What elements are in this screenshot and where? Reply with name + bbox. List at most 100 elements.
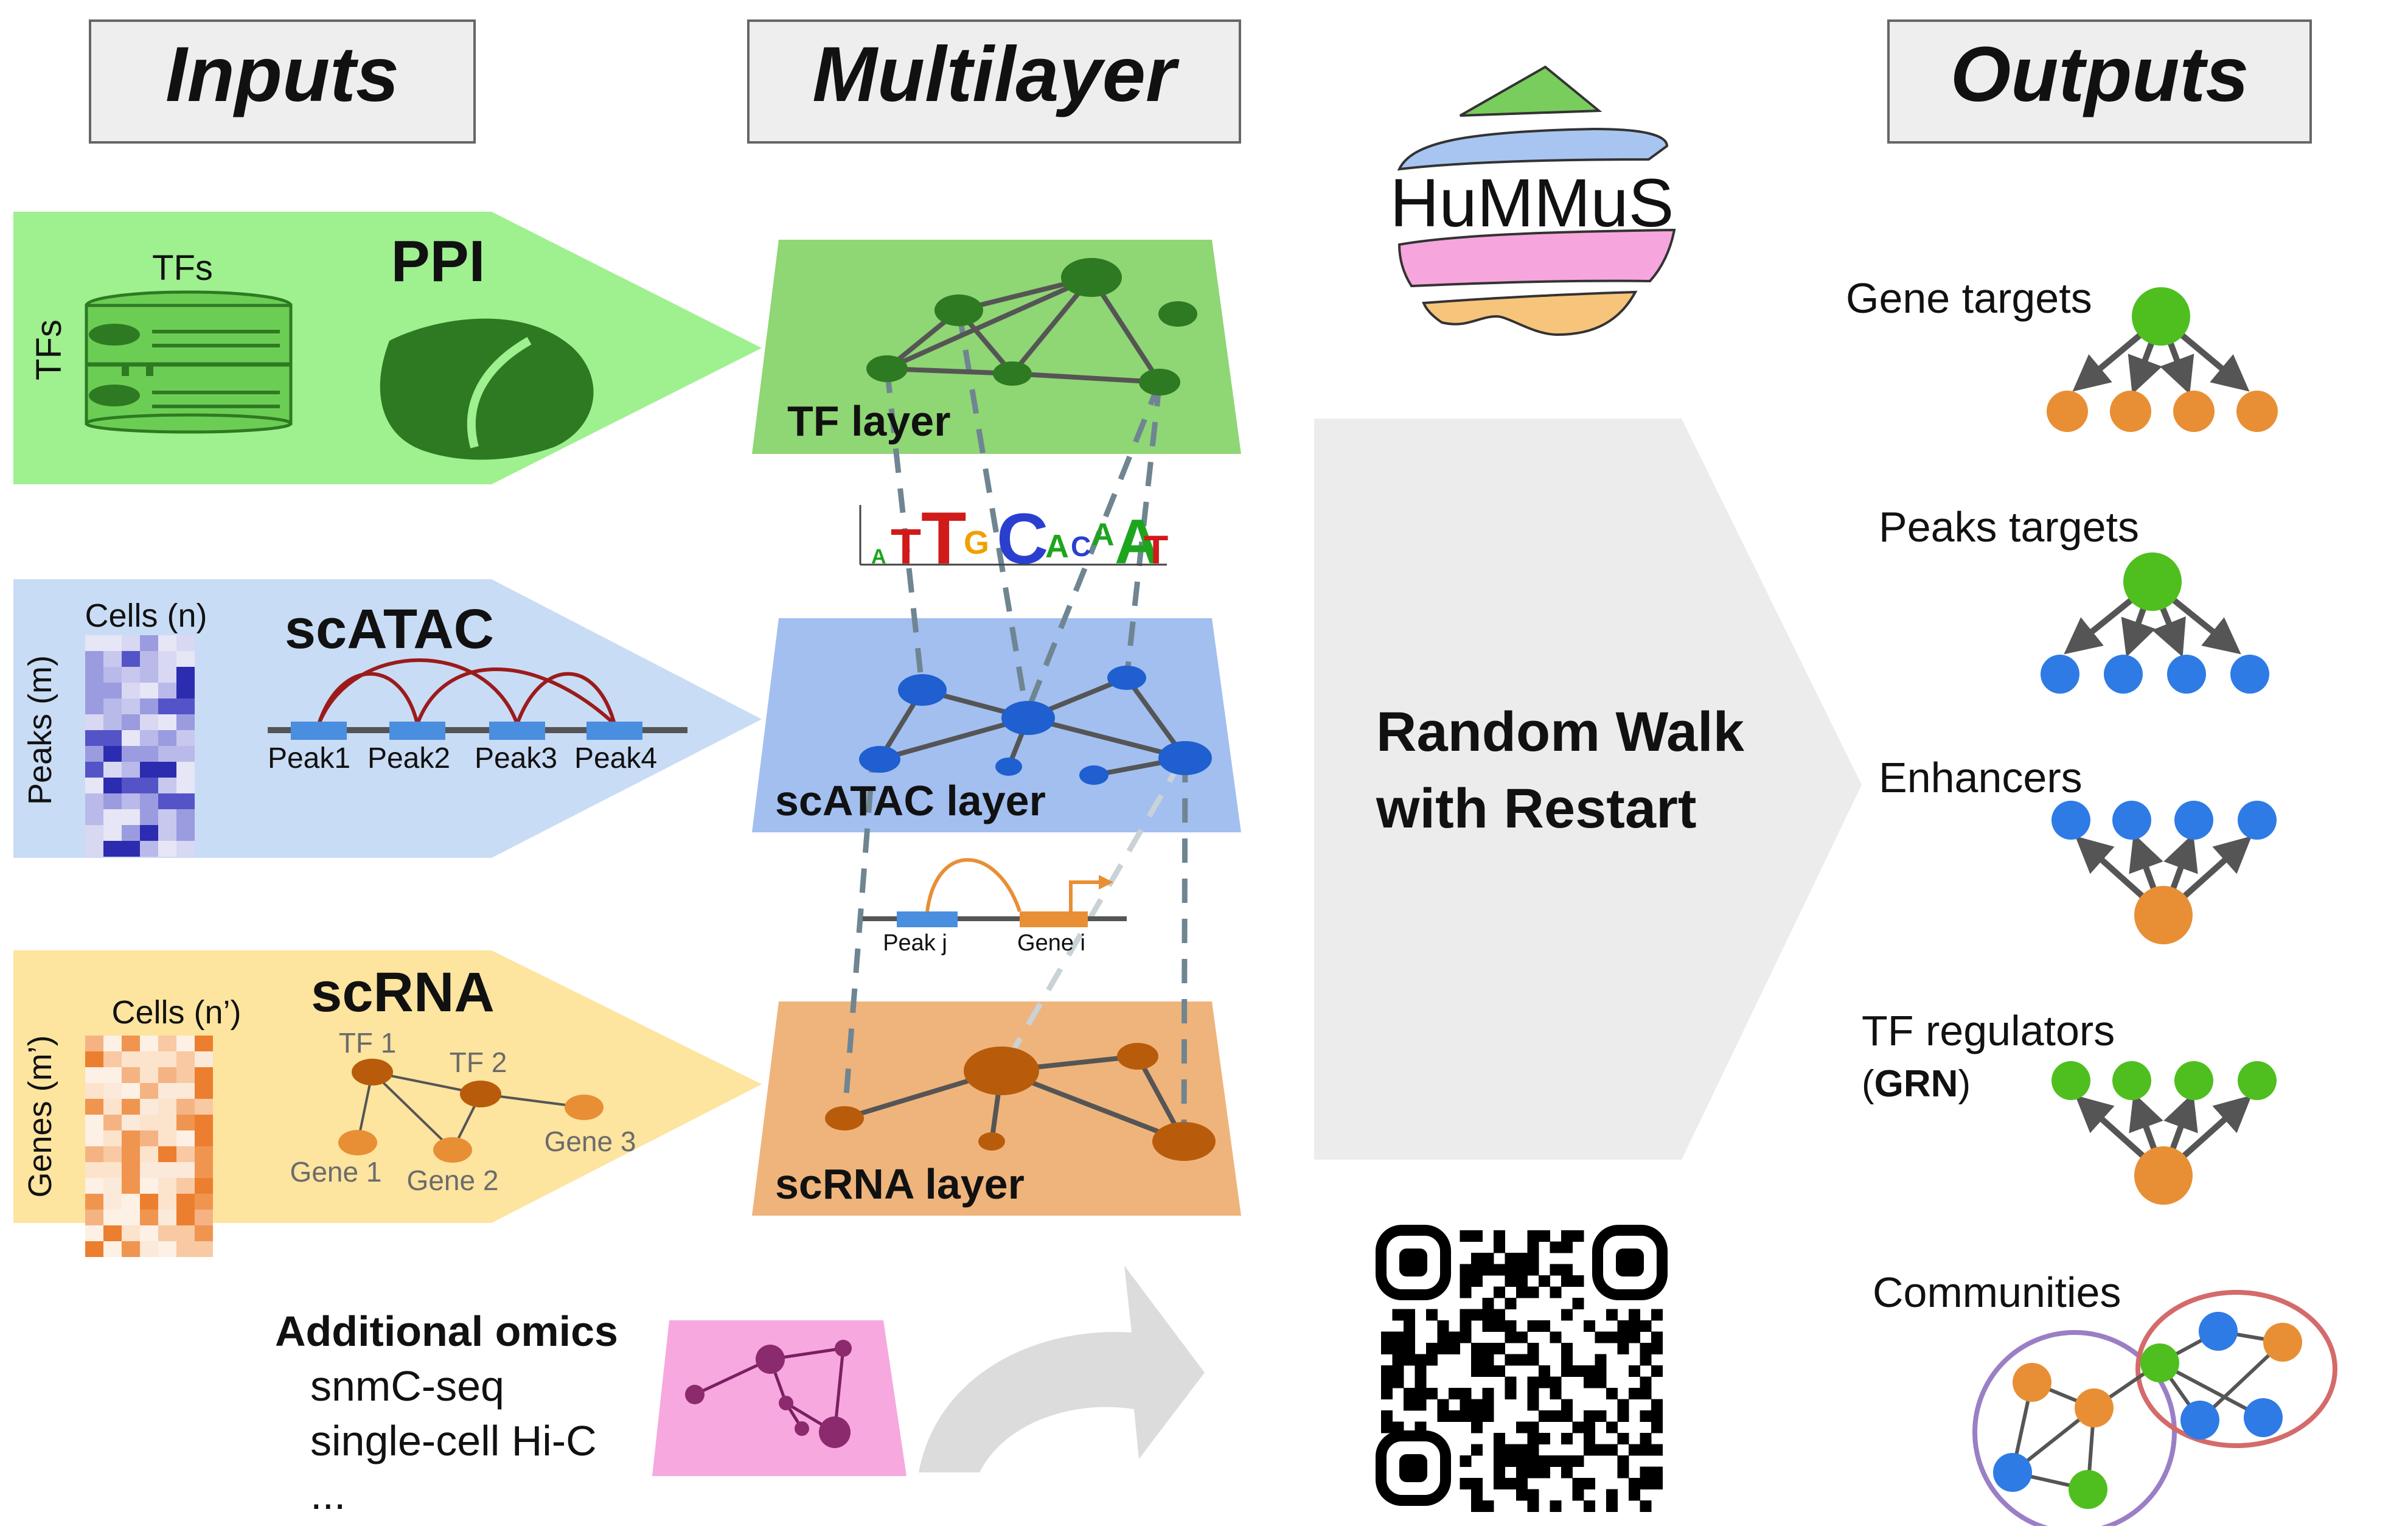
heatmap-cell — [140, 635, 158, 651]
heatmap-cell — [85, 1036, 103, 1051]
motif-letter-G: G — [964, 524, 989, 561]
qr-module — [1471, 1421, 1483, 1433]
qr-module — [1539, 1455, 1550, 1467]
heatmap-cell — [158, 793, 176, 809]
heatmap-cell — [140, 1036, 158, 1051]
qr-module — [1460, 1286, 1472, 1298]
qr-module — [1494, 1241, 1505, 1253]
qr-module — [1629, 1331, 1640, 1343]
qr-module — [1505, 1320, 1517, 1332]
qr-module — [1595, 1331, 1607, 1343]
heatmap-cell — [85, 841, 103, 857]
ppi-database-icon — [85, 290, 293, 434]
heatmap-cell — [103, 1162, 122, 1178]
tf-node — [1158, 301, 1197, 327]
heatmap-cell — [85, 1194, 103, 1210]
scrna-layer-label: scRNA layer — [775, 1160, 1025, 1208]
qr-module — [1606, 1309, 1618, 1321]
qr-module — [1516, 1331, 1528, 1343]
peak2-box — [389, 722, 445, 740]
heatmap-cell — [140, 841, 158, 857]
qr-module — [1494, 1478, 1505, 1489]
gene-targets-label: Gene targets — [1846, 274, 2092, 322]
heatmap-cell — [103, 1099, 122, 1115]
qr-module — [1505, 1388, 1517, 1399]
heatmap-cell — [85, 778, 103, 793]
heatmap-cell — [140, 778, 158, 793]
heatmap-cell — [176, 667, 195, 683]
peak-node — [1079, 765, 1108, 785]
qr-module — [1606, 1500, 1618, 1512]
scrna-layer-network — [825, 1043, 1216, 1161]
heatmap-cell — [140, 730, 158, 746]
heatmap-cell — [85, 1099, 103, 1115]
qr-module — [1617, 1466, 1629, 1478]
qr-module — [1482, 1399, 1494, 1411]
qr-module — [1404, 1320, 1415, 1332]
scrna-network: TF 1 TF 2 Gene 1 Gene 2 Gene 3 — [290, 1027, 636, 1196]
qr-module — [1629, 1309, 1640, 1321]
qr-module — [1606, 1331, 1618, 1343]
qr-module — [1561, 1466, 1573, 1478]
scatac-cells-label: Cells (n) — [85, 597, 207, 634]
heatmap-cell — [195, 1083, 213, 1099]
heatmap-cell — [122, 841, 140, 857]
heatmap-cell — [176, 683, 195, 698]
qr-module — [1527, 1388, 1539, 1399]
heatmap-cell — [195, 1130, 213, 1146]
qr-module — [1606, 1444, 1618, 1456]
scatac-layer-label: scATAC layer — [775, 777, 1046, 824]
tf-layer-network — [866, 258, 1197, 395]
heatmap-cell — [85, 635, 103, 651]
qr-module — [1550, 1286, 1562, 1298]
heatmap-cell — [85, 1067, 103, 1083]
qr-module — [1404, 1331, 1415, 1343]
heatmap-cell — [195, 1115, 213, 1130]
qr-module — [1482, 1365, 1494, 1377]
qr-module — [1640, 1466, 1652, 1478]
heatmap-cell — [103, 667, 122, 683]
qr-module — [1572, 1455, 1584, 1467]
qr-module — [1471, 1489, 1483, 1501]
heatmap-cell — [195, 1067, 213, 1083]
heatmap-cell — [103, 698, 122, 714]
qr-module — [1561, 1410, 1573, 1422]
motif-letter-T: T — [891, 519, 921, 574]
qr-module — [1651, 1309, 1663, 1321]
qr-module — [1516, 1478, 1528, 1489]
qr-module — [1584, 1444, 1595, 1456]
qr-module — [1539, 1433, 1550, 1444]
qr-module — [1449, 1331, 1460, 1343]
gene1-node — [338, 1130, 377, 1155]
scatac-title: scATAC — [285, 598, 494, 660]
additional-omics-block: Additional omics snmC-seq single-cell Hi… — [275, 1266, 1205, 1518]
peak1-box — [291, 722, 347, 740]
qr-module — [1381, 1376, 1393, 1388]
heatmap-cell — [85, 698, 103, 714]
heatmap-cell — [158, 1067, 176, 1083]
qr-module — [1505, 1298, 1517, 1309]
peak-node — [995, 758, 1022, 776]
qr-module — [1494, 1309, 1505, 1321]
qr-module — [1516, 1275, 1528, 1287]
qr-module — [1505, 1478, 1517, 1489]
heatmap-cell — [122, 809, 140, 825]
heatmap-cell — [176, 841, 195, 857]
peaks-targets-label: Peaks targets — [1879, 503, 2139, 551]
qr-module — [1471, 1500, 1483, 1512]
qr-module — [1505, 1331, 1517, 1343]
heatmap-cell — [122, 1067, 140, 1083]
tf-node — [1139, 369, 1180, 395]
heatmap-cell — [85, 793, 103, 809]
peak-gene-link-icon: Peak j Gene i — [863, 858, 1127, 956]
heatmap-cell — [140, 1241, 158, 1257]
peak-node — [1158, 741, 1212, 775]
heatmap-cell — [195, 1099, 213, 1115]
qr-module — [1471, 1478, 1483, 1489]
qr-module — [1404, 1343, 1415, 1354]
scatac-peaks-axis-label: Peaks (m) — [22, 655, 58, 805]
qr-module — [1539, 1376, 1550, 1388]
qr-module — [1516, 1489, 1528, 1501]
heatmap-cell — [158, 1099, 176, 1115]
qr-module — [1539, 1410, 1550, 1422]
